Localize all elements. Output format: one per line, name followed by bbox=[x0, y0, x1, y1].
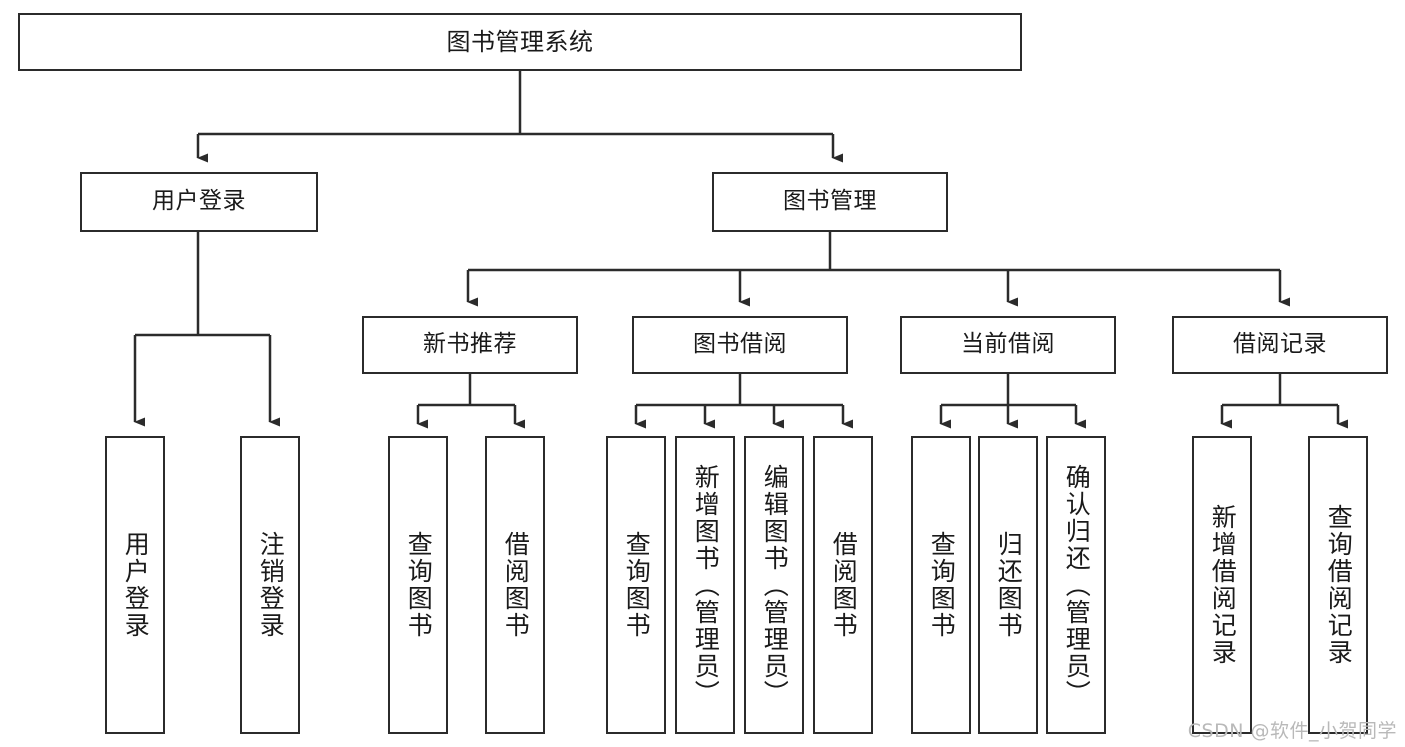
node-new-book-recommend-label: 新书推荐 bbox=[423, 331, 517, 358]
leaf-query-record-label: 查询借阅记录 bbox=[1324, 504, 1354, 666]
node-root-label: 图书管理系统 bbox=[446, 27, 594, 56]
leaf-user-logout[interactable]: 注销登录 bbox=[240, 436, 300, 734]
node-book-manage-label: 图书管理 bbox=[783, 188, 877, 215]
leaf-borrow-book-1-label: 借阅图书 bbox=[501, 531, 531, 639]
leaf-query-book-3-label: 查询图书 bbox=[927, 531, 957, 639]
leaf-query-book-1-label: 查询图书 bbox=[404, 531, 434, 639]
leaf-edit-book-label: 编辑图书（管理员） bbox=[760, 463, 790, 707]
leaf-return-book-label: 归还图书 bbox=[994, 531, 1024, 639]
leaf-query-book-2[interactable]: 查询图书 bbox=[606, 436, 666, 734]
node-book-borrow[interactable]: 图书借阅 bbox=[632, 316, 848, 374]
watermark-text: CSDN @软件_小贺同学 bbox=[1187, 720, 1397, 742]
node-borrow-record-label: 借阅记录 bbox=[1233, 331, 1327, 358]
node-user-login[interactable]: 用户登录 bbox=[80, 172, 318, 232]
leaf-query-book-1[interactable]: 查询图书 bbox=[388, 436, 448, 734]
leaf-add-book[interactable]: 新增图书（管理员） bbox=[675, 436, 735, 734]
leaf-add-record-label: 新增借阅记录 bbox=[1208, 504, 1238, 666]
node-current-borrow-label: 当前借阅 bbox=[961, 331, 1055, 358]
leaf-user-login-label: 用户登录 bbox=[121, 531, 151, 639]
node-book-manage[interactable]: 图书管理 bbox=[712, 172, 948, 232]
node-root-book-management-system[interactable]: 图书管理系统 bbox=[18, 13, 1022, 71]
leaf-user-logout-label: 注销登录 bbox=[256, 531, 286, 639]
leaf-add-book-label: 新增图书（管理员） bbox=[691, 463, 721, 707]
leaf-borrow-book-2[interactable]: 借阅图书 bbox=[813, 436, 873, 734]
node-user-login-label: 用户登录 bbox=[152, 188, 246, 215]
leaf-add-record[interactable]: 新增借阅记录 bbox=[1192, 436, 1252, 734]
leaf-query-book-2-label: 查询图书 bbox=[622, 531, 652, 639]
leaf-query-book-3[interactable]: 查询图书 bbox=[911, 436, 971, 734]
leaf-borrow-book-1[interactable]: 借阅图书 bbox=[485, 436, 545, 734]
node-new-book-recommend[interactable]: 新书推荐 bbox=[362, 316, 578, 374]
leaf-query-record[interactable]: 查询借阅记录 bbox=[1308, 436, 1368, 734]
leaf-user-login[interactable]: 用户登录 bbox=[105, 436, 165, 734]
leaf-confirm-return-label: 确认归还（管理员） bbox=[1062, 463, 1092, 707]
leaf-edit-book[interactable]: 编辑图书（管理员） bbox=[744, 436, 804, 734]
leaf-borrow-book-2-label: 借阅图书 bbox=[829, 531, 859, 639]
node-borrow-record[interactable]: 借阅记录 bbox=[1172, 316, 1388, 374]
leaf-confirm-return[interactable]: 确认归还（管理员） bbox=[1046, 436, 1106, 734]
node-current-borrow[interactable]: 当前借阅 bbox=[900, 316, 1116, 374]
leaf-return-book[interactable]: 归还图书 bbox=[978, 436, 1038, 734]
node-book-borrow-label: 图书借阅 bbox=[693, 331, 787, 358]
